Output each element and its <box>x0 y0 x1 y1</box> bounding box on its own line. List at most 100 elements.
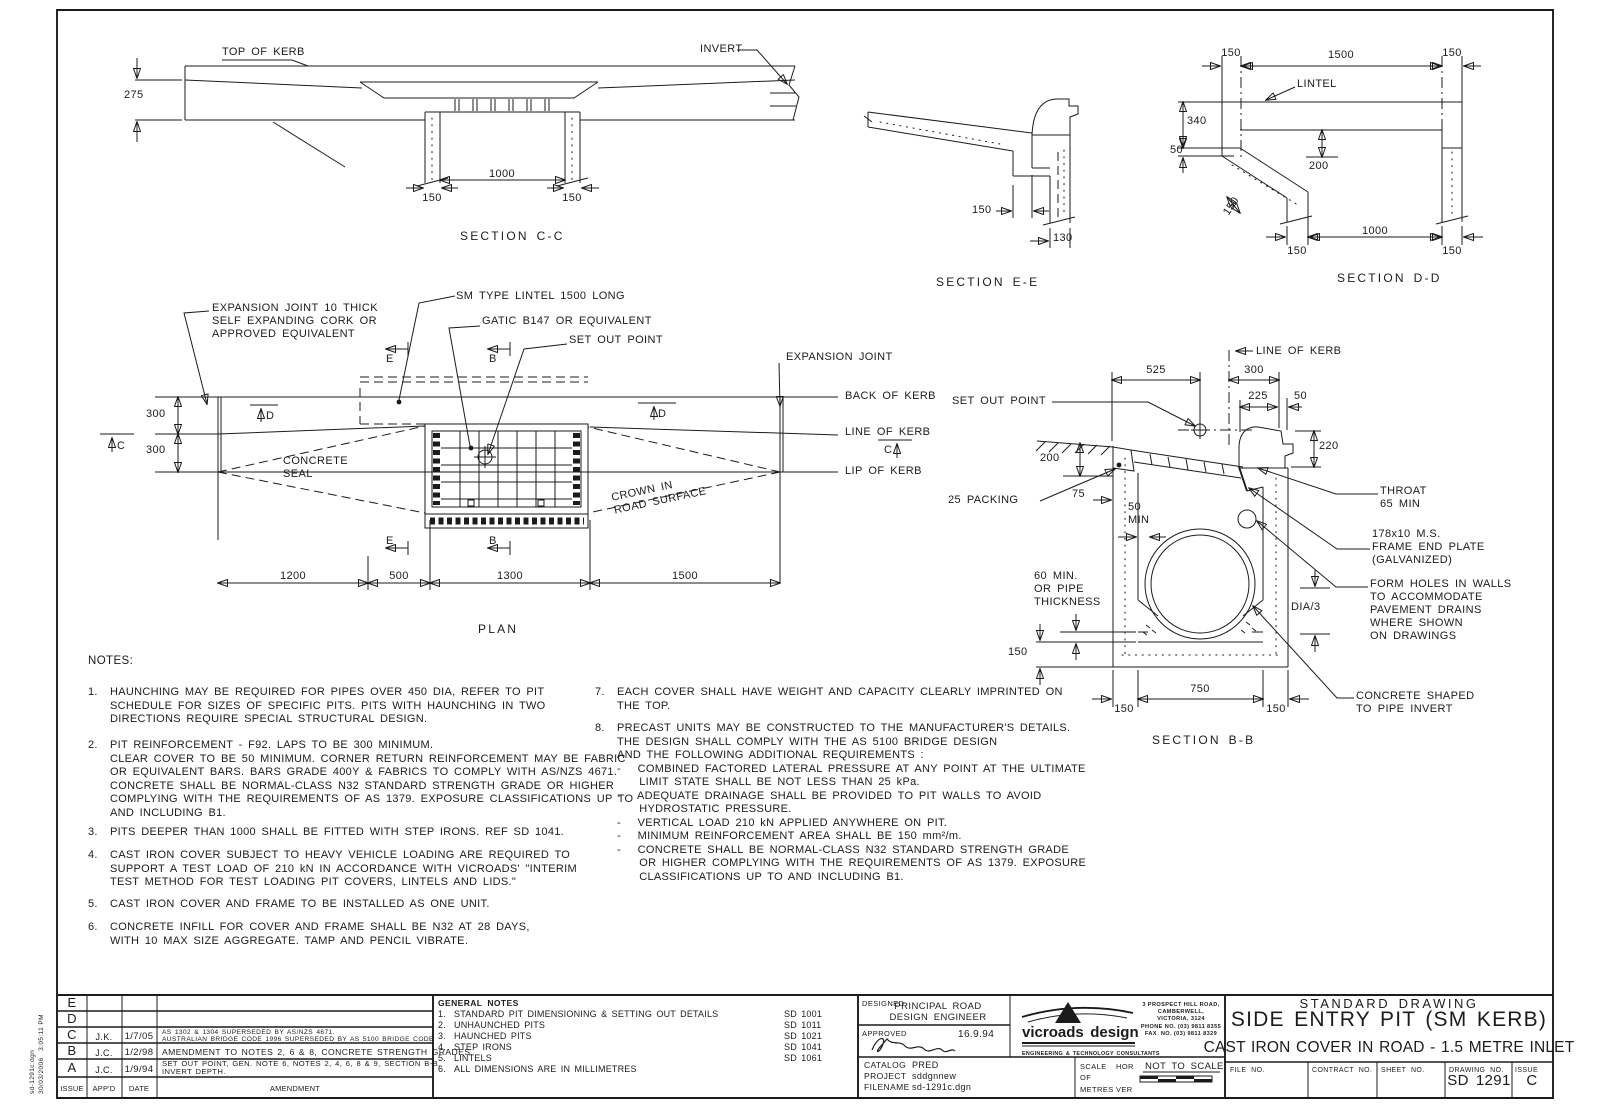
note-7: 7.EACH COVER SHALL HAVE WEIGHT AND CAPAC… <box>595 686 1063 713</box>
section-cc-linework <box>135 49 800 188</box>
gn-2-num: 2. <box>438 1020 446 1030</box>
rev-date-B: 1/2/98 <box>124 1047 154 1058</box>
dd-dim-150-bl: 150 <box>1287 245 1307 257</box>
plan-marker-e-top: E <box>386 353 394 365</box>
not-to-scale-label: NOT TO SCALE <box>1145 1061 1224 1072</box>
bb-dim-300: 300 <box>1244 364 1264 376</box>
rev-amendment-C: AS 1302 & 1304 SUPERSEDED BY AS/NZS 4671… <box>162 1029 434 1044</box>
plan-concrete-seal-label: CONCRETE SEAL <box>283 455 348 480</box>
scale-metres-label: METRES <box>1080 1085 1114 1094</box>
rev-amendment-A: SET OUT POINT, GEN. NOTE 6, NOTES 2, 4, … <box>162 1059 441 1077</box>
plan-line-of-kerb-label: LINE OF KERB <box>845 426 931 438</box>
rev-header-appd: APP'D <box>92 1084 116 1093</box>
note-5-text: CAST IRON COVER AND FRAME TO BE INSTALLE… <box>110 898 490 910</box>
bb-dim-220: 220 <box>1319 440 1339 452</box>
note-6-number: 6. <box>88 921 98 933</box>
section-cc-title: SECTION C-C <box>460 229 565 243</box>
bb-dim-dia3: DIA/3 <box>1291 601 1321 613</box>
cc-top-of-kerb-label: TOP OF KERB <box>222 46 305 58</box>
designed-label: DESIGNED <box>862 999 905 1008</box>
bb-form-holes-label: FORM HOLES IN WALLS TO ACCOMMODATE PAVEM… <box>1370 578 1512 642</box>
notes-heading: NOTES: <box>88 655 134 667</box>
note-8: 8.PRECAST UNITS MAY BE CONSTRUCTED TO TH… <box>595 722 1086 884</box>
cc-dim-150-left: 150 <box>422 192 442 204</box>
ee-dim-130: 130 <box>1053 232 1073 244</box>
gn-5-num: 5. <box>438 1053 446 1063</box>
scale-hor-label: HOR <box>1116 1062 1134 1071</box>
gn-2-ref: SD 1011 <box>784 1020 822 1030</box>
scale-ver-label: VER <box>1116 1085 1133 1094</box>
rev-header-amendment: AMENDMENT <box>269 1084 321 1093</box>
dd-dim-340: 340 <box>1187 115 1207 127</box>
bb-throat-label: THROAT 65 MIN <box>1380 485 1427 510</box>
gn-1-num: 1. <box>438 1009 446 1019</box>
gn-4-ref: SD 1041 <box>784 1042 823 1052</box>
gn-3-num: 3. <box>438 1031 446 1041</box>
dd-dim-150-tr: 150 <box>1442 47 1462 59</box>
filename-value: sd-1291c.dgn <box>912 1082 972 1092</box>
gn-4-num: 4. <box>438 1042 446 1052</box>
plan-dim-300-lower: 300 <box>146 444 166 456</box>
note-2-number: 2. <box>88 739 98 751</box>
plan-dim-1500: 1500 <box>671 570 699 582</box>
rev-issue-E: E <box>67 995 77 1010</box>
rev-date-C: 1/7/05 <box>124 1031 154 1042</box>
rev-issue-A: A <box>67 1060 77 1075</box>
section-dd-linework <box>1178 56 1483 245</box>
rev-issue-D: D <box>67 1011 77 1026</box>
bb-dim-75: 75 <box>1072 488 1086 500</box>
plan-gatic-label: GATIC B147 OR EQUIVALENT <box>482 315 652 327</box>
plan-marker-b-bottom: B <box>489 535 497 547</box>
dd-dim-1500: 1500 <box>1327 49 1355 61</box>
gn-1-text: STANDARD PIT DIMENSIONING & SETTING OUT … <box>454 1009 719 1019</box>
section-bb-linework <box>1035 350 1378 707</box>
vicroads-address: 3 PROSPECT HILL ROAD, CAMBERWELL, VICTOR… <box>1140 1002 1222 1037</box>
rev-date-A: 1/9/94 <box>124 1064 154 1075</box>
section-ee-title: SECTION E-E <box>936 275 1040 289</box>
bb-dim-50: 50 <box>1294 390 1308 402</box>
project-label: PROJECT <box>864 1071 907 1081</box>
general-note-2: 2. UNHAUNCHED PITS SD 1011 <box>438 1020 830 1030</box>
bb-dim-225: 225 <box>1248 390 1268 402</box>
bb-dim-525: 525 <box>1146 364 1166 376</box>
drawing-no-label: DRAWING NO. <box>1449 1067 1504 1074</box>
plan-expansion-note: EXPANSION JOINT 10 THICK SELF EXPANDING … <box>212 302 378 340</box>
rev-header-date: DATE <box>128 1084 150 1093</box>
gn-2-text: UNHAUNCHED PITS <box>454 1020 546 1030</box>
plan-dim-300-upper: 300 <box>146 408 166 420</box>
note-5: 5.CAST IRON COVER AND FRAME TO BE INSTAL… <box>88 898 490 912</box>
dd-lintel-label: LINTEL <box>1297 78 1337 90</box>
title-block-grid <box>58 994 1553 1098</box>
catalog-label: CATALOG <box>864 1060 907 1070</box>
plan-back-of-kerb-label: BACK OF KERB <box>845 390 936 402</box>
contract-no-label: CONTRACT NO. <box>1312 1067 1373 1074</box>
bb-dim-150-left: 150 <box>1114 703 1134 715</box>
gn-3-text: HAUNCHED PITS <box>454 1031 532 1041</box>
general-notes-heading: GENERAL NOTES <box>438 998 519 1008</box>
dd-dim-1000: 1000 <box>1361 225 1389 237</box>
vicroads-brand: vicroads design <box>1022 1024 1139 1041</box>
scale-of-label: OF <box>1080 1073 1092 1082</box>
cc-dim-1000: 1000 <box>488 168 516 180</box>
cc-dim-150-right: 150 <box>562 192 582 204</box>
rev-appd-A: J.C. <box>95 1065 113 1075</box>
plan-marker-d-right: D <box>658 408 667 420</box>
filename-label: FILENAME <box>864 1082 910 1092</box>
designed-by: PRINCIPAL ROAD DESIGN ENGINEER <box>889 1001 987 1023</box>
gn-5-ref: SD 1061 <box>784 1053 823 1063</box>
file-no-label: FILE NO. <box>1230 1067 1265 1074</box>
vicroads-brand-sub: ENGINEERING & TECHNOLOGY CONSULTANTS <box>1022 1051 1160 1057</box>
project-value: sddgnnew <box>912 1071 957 1081</box>
dd-dim-150-tl: 150 <box>1221 47 1241 59</box>
note-3-text: PITS DEEPER THAN 1000 SHALL BE FITTED WI… <box>110 826 565 838</box>
bb-dim-150-right: 150 <box>1266 703 1286 715</box>
drawing-title-line2: CAST IRON COVER IN ROAD - 1.5 METRE INLE… <box>1203 1039 1575 1056</box>
approved-date: 16.9.94 <box>958 1029 995 1040</box>
note-8-text: PRECAST UNITS MAY BE CONSTRUCTED TO THE … <box>617 722 1087 883</box>
catalog-value: PRED <box>912 1060 939 1070</box>
note-3: 3.PITS DEEPER THAN 1000 SHALL BE FITTED … <box>88 826 564 840</box>
bb-pipe-thickness-label: 60 MIN. OR PIPE THICKNESS <box>1034 570 1101 608</box>
